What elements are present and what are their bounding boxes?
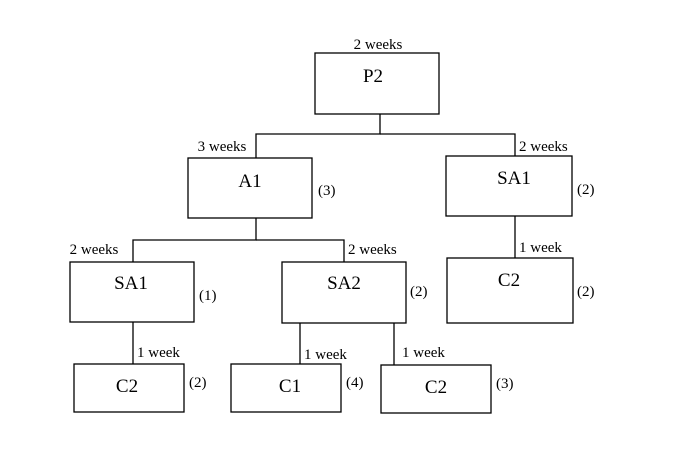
quantity-label: (3) bbox=[496, 376, 514, 392]
node-sa1-right: 2 weeks SA1 (2) bbox=[445, 139, 595, 217]
lead-time-label: 2 weeks bbox=[354, 37, 403, 53]
node-box bbox=[380, 364, 492, 414]
node-label: C2 bbox=[498, 270, 520, 291]
node-box bbox=[445, 155, 573, 217]
lead-time-label: 1 week bbox=[304, 347, 347, 363]
lead-time-label: 2 weeks bbox=[519, 139, 568, 155]
node-label: SA1 bbox=[114, 273, 148, 294]
node-label: SA1 bbox=[497, 168, 531, 189]
quantity-label: (4) bbox=[346, 375, 364, 391]
node-label: SA2 bbox=[327, 273, 361, 294]
node-c2-left: 1 week C2 (2) bbox=[73, 345, 207, 413]
node-label: P2 bbox=[363, 66, 383, 87]
node-a1: 3 weeks A1 (3) bbox=[187, 139, 336, 219]
lead-time-label: 1 week bbox=[402, 345, 445, 361]
node-c2-mid: 1 week C2 (3) bbox=[380, 345, 514, 414]
node-box bbox=[281, 261, 407, 324]
lead-time-label: 2 weeks bbox=[70, 242, 119, 258]
node-label: C2 bbox=[116, 376, 138, 397]
node-box bbox=[73, 363, 185, 413]
node-box bbox=[230, 363, 342, 413]
node-c2-right: 1 week C2 (2) bbox=[446, 240, 595, 324]
node-c1: 1 week C1 (4) bbox=[230, 347, 364, 413]
node-label: C1 bbox=[279, 376, 301, 397]
node-box bbox=[69, 261, 195, 323]
node-label: A1 bbox=[238, 171, 261, 192]
edge-a1-sa2 bbox=[256, 239, 345, 262]
node-p2: 2 weeks P2 bbox=[314, 37, 440, 115]
quantity-label: (2) bbox=[189, 375, 207, 391]
quantity-label: (1) bbox=[199, 288, 217, 304]
lead-time-label: 1 week bbox=[137, 345, 180, 361]
node-box bbox=[314, 52, 440, 115]
edge-a1-sa1-left bbox=[132, 218, 257, 262]
node-sa1-left: 2 weeks SA1 (1) bbox=[69, 242, 217, 323]
node-sa2: 2 weeks SA2 (2) bbox=[281, 242, 428, 324]
quantity-label: (2) bbox=[577, 182, 595, 198]
node-box bbox=[187, 157, 313, 219]
quantity-label: (2) bbox=[410, 284, 428, 300]
quantity-label: (3) bbox=[318, 183, 336, 199]
quantity-label: (2) bbox=[577, 284, 595, 300]
node-label: C2 bbox=[425, 377, 447, 398]
edge-p2-a1 bbox=[255, 114, 381, 158]
edge-p2-sa1-right bbox=[380, 133, 516, 156]
tree-connectors bbox=[132, 114, 516, 365]
lead-time-label: 1 week bbox=[519, 240, 562, 256]
lead-time-label: 2 weeks bbox=[348, 242, 397, 258]
node-box bbox=[446, 257, 574, 324]
lead-time-label: 3 weeks bbox=[198, 139, 247, 155]
